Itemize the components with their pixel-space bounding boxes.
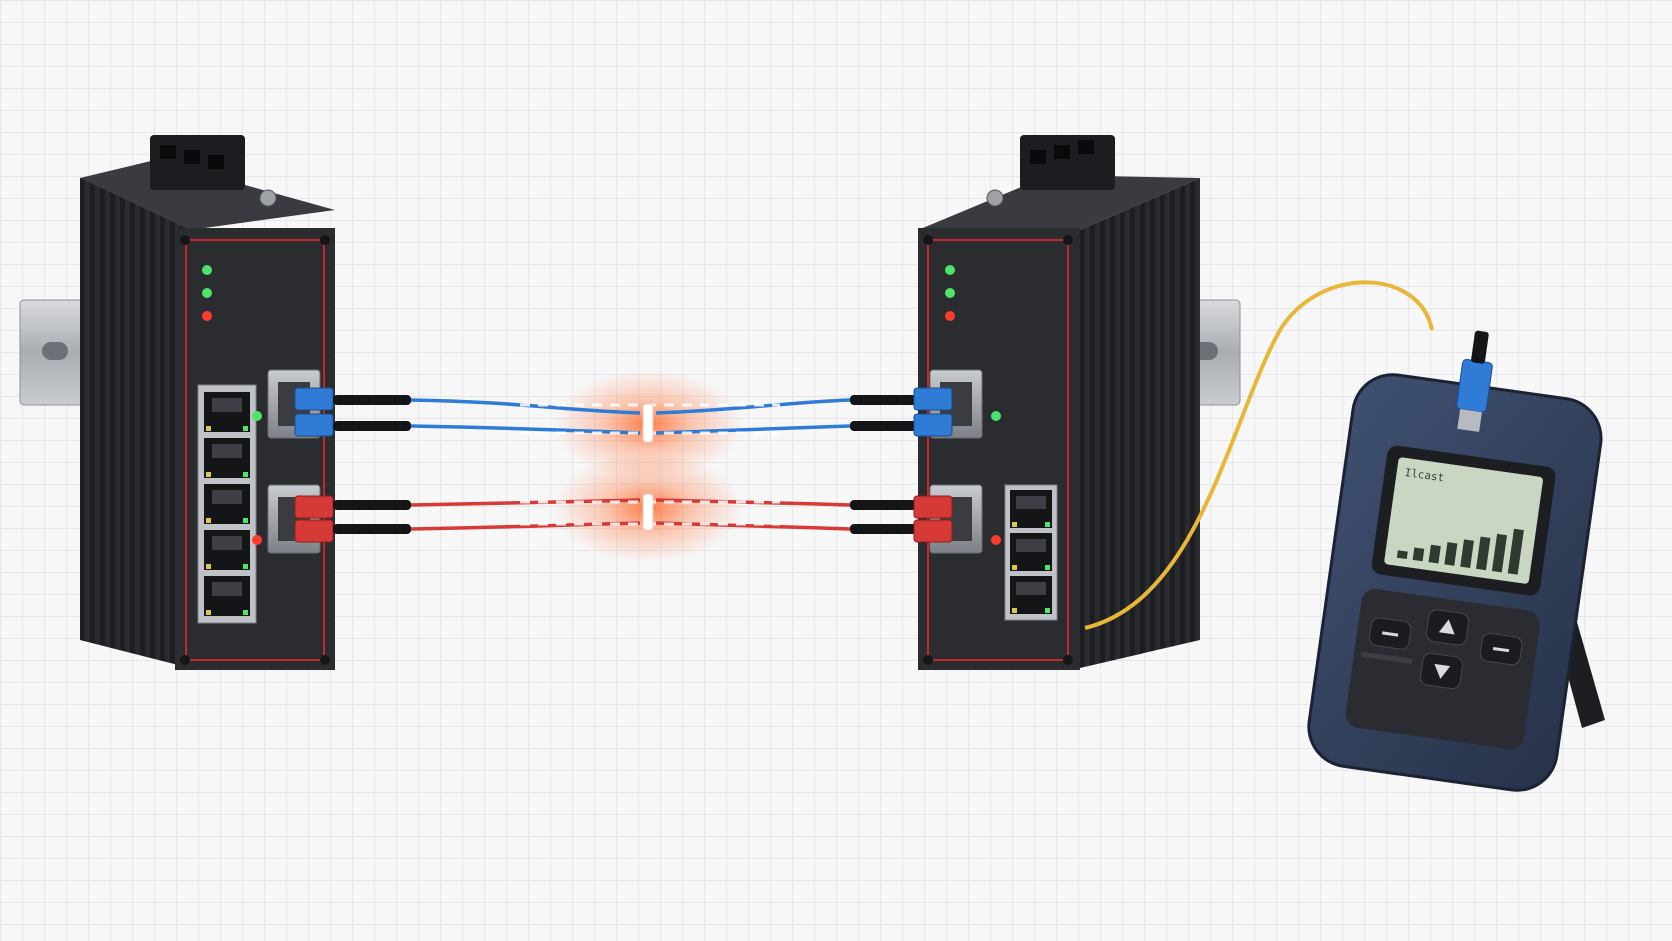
left-industrial-switch [19, 135, 335, 670]
signal-bar [1428, 544, 1441, 564]
left-sfp-led-link [252, 411, 262, 421]
left-accent-border [185, 239, 325, 661]
tester-signal-bars [1396, 528, 1524, 575]
right-led-power-1 [945, 265, 955, 275]
tester-button-down[interactable] [1419, 652, 1463, 690]
left-switch-top [80, 160, 335, 230]
red-lc-connector-left-2 [294, 519, 334, 543]
signal-bar [1491, 533, 1508, 573]
signal-bar [1412, 547, 1425, 562]
right-industrial-switch [918, 135, 1241, 670]
left-sfp-led-fault [252, 535, 262, 545]
red-fiber-link [294, 493, 953, 543]
blue-lc-connector-left-2 [294, 413, 334, 437]
right-sfp-cage-bottom [929, 484, 983, 554]
right-accent-border [927, 239, 1069, 661]
red-lc-connector-right-2 [913, 519, 953, 543]
right-switch-side [1080, 178, 1200, 668]
tester-screen-title: Ilcast [1404, 466, 1445, 484]
right-sfp-led-fault [991, 535, 1001, 545]
right-switch-top [918, 175, 1200, 230]
signal-bar [1396, 550, 1408, 560]
rj45-port [1010, 533, 1052, 571]
left-led-fault [202, 311, 212, 321]
left-rj45-port-block [197, 384, 257, 624]
fault-glow [553, 370, 743, 563]
signal-bar [1507, 528, 1524, 575]
rj45-port [1010, 576, 1052, 614]
rj45-port [204, 576, 250, 616]
tester-button-up[interactable] [1426, 609, 1470, 646]
left-led-power-2 [202, 288, 212, 298]
blue-link-break-marker [642, 403, 654, 443]
red-lc-connector-right-1 [913, 495, 953, 519]
tester-button-right[interactable] [1479, 632, 1523, 666]
rj45-port [204, 530, 250, 570]
rj45-port [204, 392, 250, 432]
left-din-rail-slot [42, 342, 68, 360]
left-led-power-1 [202, 265, 212, 275]
left-sfp-cage-bottom [267, 484, 321, 554]
yellow-patch-cord [1084, 280, 1434, 630]
tester-fiber-port [1456, 358, 1493, 413]
signal-bar [1476, 536, 1491, 571]
tester-button-left[interactable] [1368, 617, 1412, 650]
right-led-power-2 [945, 288, 955, 298]
signal-bar [1444, 542, 1458, 566]
right-ground-screw [986, 189, 1004, 207]
red-link-break-marker [642, 493, 654, 531]
right-led-fault [945, 311, 955, 321]
rj45-port [1010, 490, 1052, 528]
blue-fiber-link [294, 387, 953, 443]
signal-bar [1460, 539, 1474, 568]
blue-lc-connector-right-2 [913, 413, 953, 437]
right-rj45-port-block [1004, 484, 1058, 621]
right-sfp-led-link [991, 411, 1001, 421]
optical-power-meter: Ilcast [1307, 330, 1605, 792]
left-power-terminal [150, 135, 245, 190]
rj45-port [204, 438, 250, 478]
blue-lc-connector-left-1 [294, 387, 334, 411]
right-power-terminal [1020, 135, 1115, 190]
rj45-port [204, 484, 250, 524]
red-lc-connector-left-1 [294, 495, 334, 519]
left-ground-screw [259, 189, 277, 207]
left-switch-side [80, 168, 190, 668]
blue-lc-connector-right-1 [913, 387, 953, 411]
